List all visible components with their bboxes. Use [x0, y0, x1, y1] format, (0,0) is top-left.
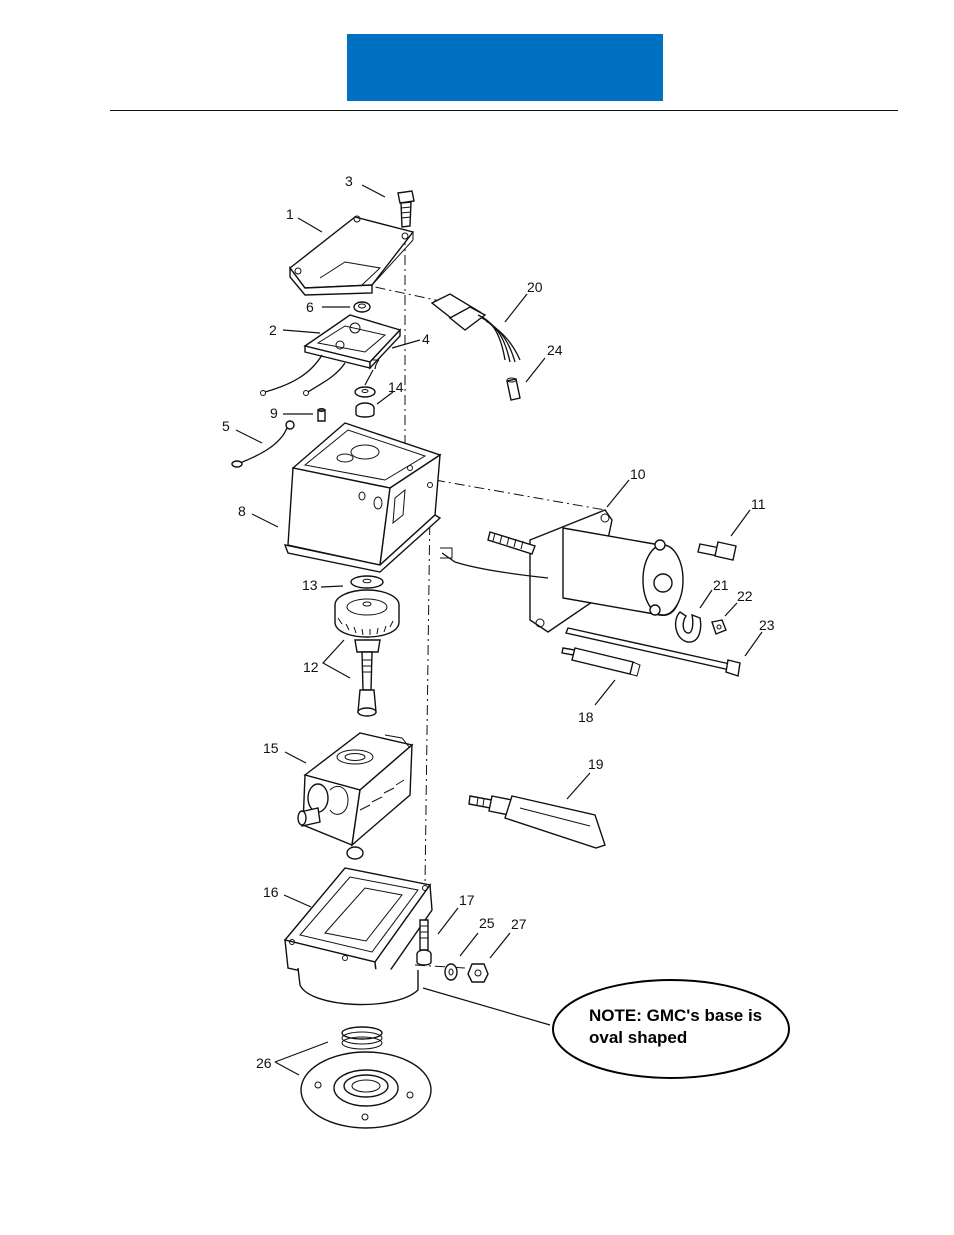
callout-7: 7 [372, 356, 380, 372]
part-16-lower-housing [285, 868, 432, 1005]
part-20-harness [432, 294, 520, 362]
part-10-motor [440, 510, 683, 632]
note-line-1: NOTE: GMC's base is [589, 1006, 762, 1025]
callout-1: 1 [286, 206, 294, 222]
callout-20: 20 [527, 279, 543, 295]
callout-24: 24 [547, 342, 563, 358]
callout-26: 26 [256, 1055, 272, 1071]
part-5-ground-wire [232, 421, 294, 467]
callout-15: 15 [263, 740, 279, 756]
part-24-sleeve [507, 378, 520, 400]
callout-8: 8 [238, 503, 246, 519]
callout-3: 3 [345, 173, 353, 189]
callout-13: 13 [302, 577, 318, 593]
callout-22: 22 [737, 588, 753, 604]
callout-10: 10 [630, 466, 646, 482]
part-7-washer [355, 387, 375, 397]
callout-21: 21 [713, 577, 729, 593]
note-callout: NOTE: GMC's base is oval shaped [553, 980, 789, 1078]
part-15-gearbox [298, 733, 412, 859]
callout-23: 23 [759, 617, 775, 633]
part-14-bushing [356, 403, 374, 417]
callout-16: 16 [263, 884, 279, 900]
callout-19: 19 [588, 756, 604, 772]
callout-17: 17 [459, 892, 475, 908]
callout-5: 5 [222, 418, 230, 434]
callout-4: 4 [422, 331, 430, 347]
part-19-grease-tube [469, 796, 605, 848]
part-26-spring [342, 1027, 382, 1049]
callout-18: 18 [578, 709, 594, 725]
part-11-screw [698, 542, 736, 560]
part-18-tube [562, 648, 640, 676]
callout-12: 12 [303, 659, 319, 675]
note-line-2: oval shaped [589, 1028, 687, 1047]
part-9-pin [318, 409, 325, 422]
callout-14: 14 [388, 379, 404, 395]
callout-2: 2 [269, 322, 277, 338]
part-26-base-plate [301, 1052, 431, 1128]
part-13-washer [351, 576, 383, 588]
part-8-housing [285, 423, 440, 572]
part-21-clip [676, 612, 701, 642]
part-27-nut [468, 964, 488, 982]
part-3-bolt [398, 191, 414, 227]
callout-25: 25 [479, 915, 495, 931]
part-6-nut [354, 302, 370, 312]
callout-6: 6 [306, 299, 314, 315]
callout-11: 11 [751, 496, 766, 512]
part-12-gear [335, 590, 399, 716]
callout-27: 27 [511, 916, 527, 932]
callout-9: 9 [270, 405, 278, 421]
part-1-cover [290, 216, 413, 295]
part-22-nut [712, 620, 726, 634]
part-25-washer [445, 964, 457, 980]
